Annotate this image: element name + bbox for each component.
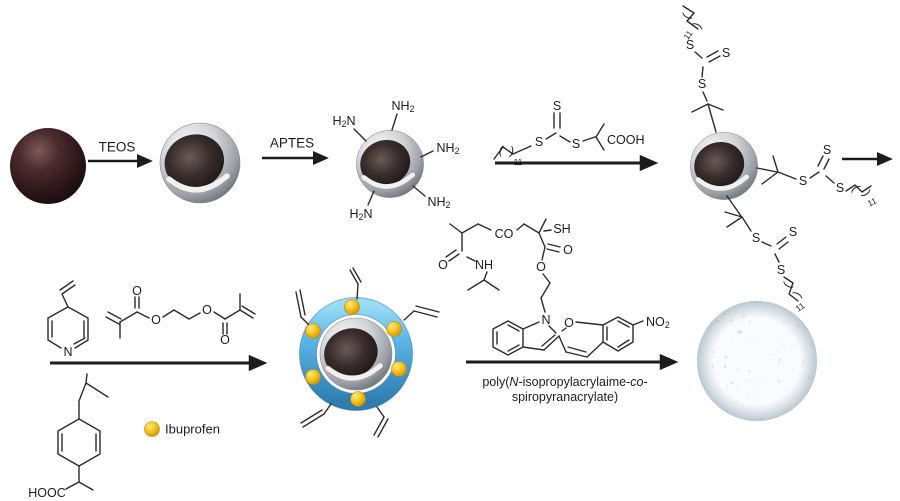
paren: ( [849,182,863,193]
paren: ) [509,144,516,159]
vinyl-groups [295,267,440,438]
paren: ) [790,289,804,299]
raft-arm-bonds [724,195,799,302]
oxygen-label: O [536,260,546,274]
aptes-label: APTES [270,136,314,151]
amine-label: NH2 [391,99,414,114]
sulfur-label: S [789,225,797,239]
sulfur-label: S [698,77,706,91]
polymer-caption-line1: poly(N-isopropylacrylaime-co- [482,375,647,389]
amine-label: H2N [349,207,372,222]
polymer-shell-particle [295,267,440,438]
paren: ) [860,187,874,198]
amine-label: NH2 [427,195,450,210]
teos-arrow: TEOS [88,140,153,169]
oxygen-label: O [563,243,573,257]
ibuprofen-legend: Ibuprofen [144,421,220,437]
sh-label: SH [553,222,570,236]
oxygen-label: O [438,258,448,272]
amine-label: NH2 [436,141,459,156]
product-particle [697,301,817,421]
no2-label: NO2 [646,315,670,330]
polymer-caption-line2: spiropyranacrylate) [512,390,618,404]
sulfur-label: S [777,263,785,277]
hooc-label: HOOC [28,486,66,500]
cooh-label: COOH [607,133,645,147]
nh-label: NH [475,258,493,272]
sulfur-label: S [722,46,730,60]
ibuprofen-structure: HOOC [28,373,109,500]
paren: ( [679,11,693,21]
oxygen-label: O [202,303,212,317]
paren: ( [498,143,505,158]
silica-coated-particle [157,123,240,203]
paren: ( [780,280,794,290]
paren: ) [690,20,704,30]
oxygen-label: O [220,333,230,347]
sulfur-label: S [553,99,561,113]
oxygen-label: O [564,316,574,330]
magnetite-nanoparticle [10,128,86,204]
teos-label: TEOS [99,140,136,155]
co-label: CO [495,227,514,241]
nitrogen-label: N [63,345,72,359]
vinylpyridine-structure: N [47,280,89,359]
raft-arm-bonds [682,5,724,133]
aptes-arrow: APTES [262,136,329,166]
ibuprofen-dot-icon [144,421,160,437]
sulfur-label: S [686,38,694,52]
ibuprofen-dots [305,299,407,407]
amine-particle: NH2 H2N NH2 NH2 H2N [332,99,459,222]
oxygen-label: O [151,313,161,327]
sulfur-label: S [752,231,760,245]
raft-agent-structure: ( ) 11 S S S COOH [493,99,645,167]
sulfur-label: S [836,181,844,195]
nipam-spiropyran-structure: O NH CO SH O O N O NO2 [438,218,670,358]
repeat-11: 11 [866,195,878,208]
oxygen-label: O [132,284,142,298]
amine-label: H2N [332,114,355,129]
dimethacrylate-structure: O O O O [105,284,256,347]
raft-arm-bonds [756,155,872,193]
sulfur-label: S [799,174,807,188]
amine-bonds [353,113,434,206]
nitrogen-label: N [541,313,550,327]
sulfur-label: S [823,143,831,157]
sulfur-label: S [572,137,580,151]
repeat-11: 11 [794,300,807,313]
polymer-step-arrow: poly(N-isopropylacrylaime-co- spiropyran… [466,353,679,404]
ibuprofen-legend-label: Ibuprofen [165,422,220,437]
sulfur-label: S [535,135,543,149]
